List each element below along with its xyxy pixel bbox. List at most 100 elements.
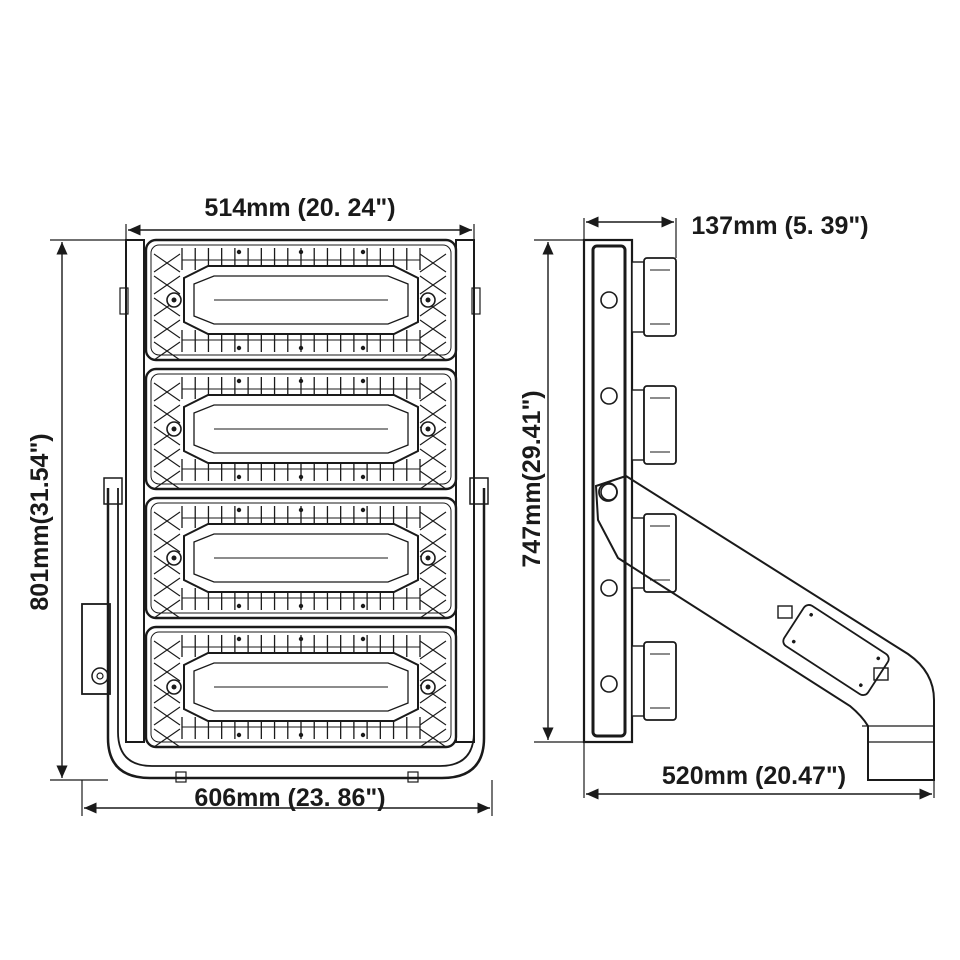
hatch-left <box>153 640 181 660</box>
bolt-dot <box>236 345 242 351</box>
lens-dot <box>600 291 618 309</box>
fin-body <box>643 385 677 465</box>
hatch-left <box>153 382 181 402</box>
bolt-dot <box>236 603 242 609</box>
bolt-dot <box>298 732 304 738</box>
screw-center <box>425 297 431 303</box>
front-dimension-lines <box>50 224 493 816</box>
hatch-right <box>419 253 447 273</box>
bolt-dot <box>236 378 242 384</box>
bracket-width-label: 606mm (23. 86") <box>194 784 385 812</box>
module-inner-outline <box>150 631 452 743</box>
screw-center <box>171 555 177 561</box>
hatch-right <box>419 662 447 682</box>
front-driver-box <box>81 603 111 695</box>
fin-body <box>643 257 677 337</box>
side-fin <box>631 385 677 465</box>
fin-body <box>643 641 677 721</box>
bolt-dot <box>298 603 304 609</box>
side-fin <box>631 513 677 593</box>
hatch-left <box>153 577 181 597</box>
led-module <box>144 625 458 749</box>
hatch-right <box>419 640 447 660</box>
hatch-left <box>153 599 181 619</box>
hatch-left <box>153 662 181 682</box>
bolt-dot <box>360 507 366 513</box>
bolt-dot <box>236 636 242 642</box>
lens-inner <box>193 404 409 454</box>
led-module <box>144 496 458 620</box>
bolt-dot <box>360 474 366 480</box>
lens-inner <box>193 533 409 583</box>
led-module <box>144 367 458 491</box>
side-arm-bracket <box>594 474 935 781</box>
screw-center <box>171 426 177 432</box>
hatch-right <box>419 448 447 468</box>
module-inner-outline <box>150 502 452 614</box>
front-led-modules <box>144 238 458 749</box>
hatch-left <box>153 319 181 339</box>
bolt-dot <box>298 636 304 642</box>
hatch-left <box>153 533 181 553</box>
front-width-label: 514mm (20. 24") <box>204 194 395 222</box>
bolt-dot <box>360 636 366 642</box>
hatch-right <box>419 275 447 295</box>
lens-dot <box>600 387 618 405</box>
bolt-dot <box>360 345 366 351</box>
side-fin <box>631 257 677 337</box>
hatch-right <box>419 577 447 597</box>
side-lens-dots <box>600 291 618 693</box>
module-inner-outline <box>150 244 452 356</box>
screw-center <box>425 684 431 690</box>
hatch-left <box>153 511 181 531</box>
side-view <box>582 238 935 781</box>
bolt-dot <box>360 378 366 384</box>
hatch-right <box>419 511 447 531</box>
side-heat-fins <box>631 257 677 721</box>
bolt-dot <box>360 732 366 738</box>
screw-center <box>425 555 431 561</box>
lens-dot <box>600 675 618 693</box>
bolt-dot <box>298 474 304 480</box>
bolt-dot <box>298 378 304 384</box>
hatch-right <box>419 599 447 619</box>
bolt-dot <box>360 603 366 609</box>
fin-base <box>631 389 645 461</box>
side-height-label: 747mm(29.41") <box>518 390 546 567</box>
hatch-right <box>419 382 447 402</box>
hatch-right <box>419 341 447 361</box>
lens-dot <box>600 579 618 597</box>
hatch-left <box>153 706 181 726</box>
hatch-right <box>419 319 447 339</box>
lens-inner <box>193 275 409 325</box>
front-view <box>81 238 489 783</box>
hatch-left <box>153 448 181 468</box>
hatch-left <box>153 470 181 490</box>
hatch-left <box>153 341 181 361</box>
front-housing-frame <box>119 239 481 743</box>
hatch-left <box>153 275 181 295</box>
hatch-left <box>153 728 181 748</box>
fin-base <box>631 261 645 333</box>
hatch-left <box>153 253 181 273</box>
bolt-dot <box>298 345 304 351</box>
bolt-dot <box>360 249 366 255</box>
hatch-right <box>419 404 447 424</box>
fin-base <box>631 645 645 717</box>
led-module <box>144 238 458 362</box>
screw-center <box>171 684 177 690</box>
lens-inner <box>193 662 409 712</box>
hatch-left <box>153 404 181 424</box>
side-dimension-lines <box>534 216 935 800</box>
bolt-dot <box>236 474 242 480</box>
hatch-right <box>419 728 447 748</box>
hatch-right <box>419 470 447 490</box>
fin-body <box>643 513 677 593</box>
module-inner-outline <box>150 373 452 485</box>
front-height-label: 801mm(31.54") <box>26 433 54 610</box>
front-yoke-bracket <box>103 477 489 783</box>
bolt-dot <box>236 249 242 255</box>
bolt-dot <box>236 507 242 513</box>
